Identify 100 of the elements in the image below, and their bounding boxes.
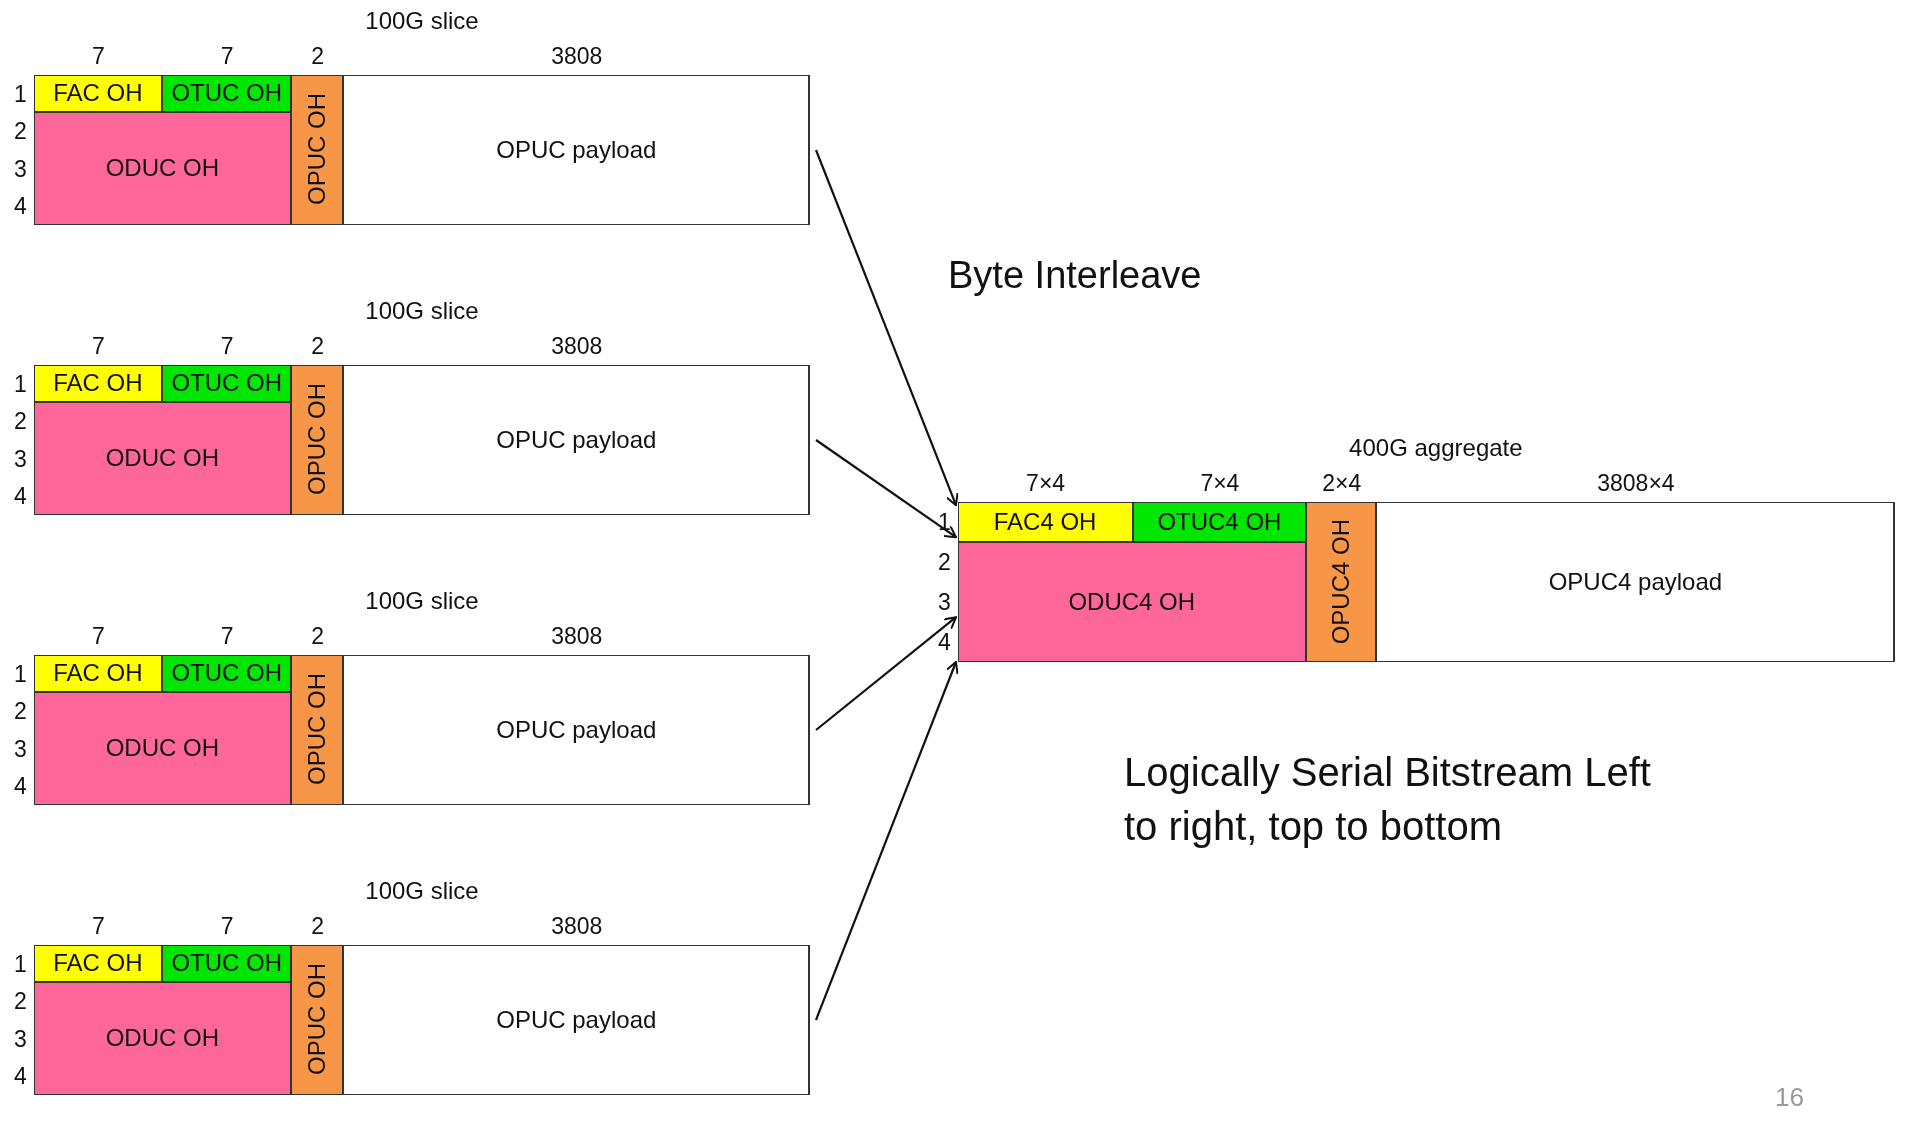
row-number: 3 [14, 1025, 27, 1053]
payload-area [343, 654, 810, 805]
overhead-field [33, 944, 163, 982]
row-number: 4 [14, 483, 27, 511]
row-number: 1 [14, 660, 27, 688]
field-label: OPUC OH [303, 963, 332, 1076]
overhead-column [1306, 501, 1377, 662]
frame-structure [958, 502, 1895, 662]
overhead-field [33, 402, 292, 515]
frame-heading: 100G slice [365, 7, 479, 35]
field-label: OTUC4 OH [1157, 507, 1282, 536]
frame-heading: 100G slice [365, 877, 479, 905]
overhead-field [33, 112, 292, 225]
overhead-field [957, 541, 1307, 662]
row-number: 3 [14, 735, 27, 763]
row-number: 3 [14, 445, 27, 473]
field-label: OPUC OH [303, 383, 332, 496]
overhead-field [162, 654, 292, 692]
overhead-column [291, 654, 344, 805]
payload-area [343, 944, 810, 1095]
payload-area [343, 74, 810, 225]
frame-structure [34, 655, 810, 805]
field-label: ODUC OH [105, 154, 219, 183]
row-number: 4 [14, 773, 27, 801]
overhead-field [33, 654, 163, 692]
row-number: 4 [938, 629, 951, 656]
annotation-text: Logically Serial Bitstream Left to right, top to bottom [1124, 749, 1652, 850]
overhead-field [957, 501, 1133, 542]
overhead-field [33, 692, 292, 805]
row-number: 4 [14, 193, 27, 221]
frame-structure [34, 75, 810, 225]
frame-heading: 100G slice [365, 297, 479, 325]
arrow [814, 661, 959, 1021]
overhead-field [162, 74, 292, 112]
field-label: OTUC OH [171, 79, 283, 108]
column-width-label: 7 [92, 333, 105, 360]
overhead-field [162, 944, 292, 982]
field-label: OPUC OH [303, 93, 332, 206]
annotation-text: Byte Interleave [948, 253, 1202, 298]
overhead-column [291, 364, 344, 515]
frame-structure [34, 365, 810, 515]
field-label: OTUC OH [171, 949, 283, 978]
field-label: ODUC OH [105, 444, 219, 473]
field-label: ODUC4 OH [1068, 587, 1196, 616]
overhead-field [33, 364, 163, 402]
row-number: 2 [14, 698, 27, 726]
column-width-label: 7 [92, 623, 105, 650]
column-width-label: 3808 [551, 43, 603, 70]
column-width-label: 3808×4 [1597, 470, 1675, 497]
row-number: 1 [14, 950, 27, 978]
column-width-label: 2 [311, 913, 324, 940]
payload-area [1376, 501, 1895, 662]
row-number: 3 [14, 155, 27, 183]
field-label: OPUC payload [496, 425, 657, 454]
frame-heading: 400G aggregate [1349, 434, 1523, 462]
column-width-label: 3808 [551, 333, 603, 360]
row-number: 2 [14, 118, 27, 146]
row-number: 2 [14, 988, 27, 1016]
column-width-label: 7 [220, 333, 234, 360]
field-label: FAC OH [53, 79, 143, 108]
overhead-field [33, 74, 163, 112]
row-number: 2 [938, 549, 951, 576]
column-width-label: 7×4 [1026, 470, 1066, 497]
overhead-column [291, 944, 344, 1095]
field-label: OTUC OH [171, 369, 283, 398]
field-label: OPUC4 payload [1548, 567, 1723, 596]
overhead-column [291, 74, 344, 225]
payload-area [343, 364, 810, 515]
column-width-label: 2×4 [1322, 470, 1362, 497]
frame-heading: 100G slice [365, 587, 479, 615]
column-width-label: 2 [311, 333, 324, 360]
column-width-label: 7 [220, 913, 234, 940]
column-width-label: 3808 [551, 623, 603, 650]
overhead-field [1132, 501, 1307, 542]
column-width-label: 7 [220, 43, 234, 70]
field-label: ODUC OH [105, 734, 219, 763]
field-label: FAC4 OH [993, 507, 1097, 536]
arrow [814, 149, 959, 507]
field-label: FAC OH [53, 949, 143, 978]
frame-structure [34, 945, 810, 1095]
column-width-label: 7 [220, 623, 234, 650]
arrow [815, 439, 957, 539]
column-width-label: 7 [92, 913, 105, 940]
column-width-label: 2 [311, 43, 324, 70]
field-label: OPUC OH [303, 673, 332, 786]
page-number: 16 [1775, 1081, 1804, 1114]
field-label: FAC OH [53, 369, 143, 398]
column-width-label: 7×4 [1200, 470, 1240, 497]
column-width-label: 3808 [551, 913, 603, 940]
row-number: 1 [14, 80, 27, 108]
field-label: ODUC OH [105, 1024, 219, 1053]
row-number: 2 [14, 408, 27, 436]
field-label: OPUC payload [496, 715, 657, 744]
row-number: 1 [14, 370, 27, 398]
field-label: OPUC payload [496, 135, 657, 164]
field-label: OPUC payload [496, 1005, 657, 1034]
overhead-field [33, 982, 292, 1095]
field-label: OTUC OH [171, 659, 283, 688]
row-number: 4 [14, 1063, 27, 1091]
overhead-field [162, 364, 292, 402]
